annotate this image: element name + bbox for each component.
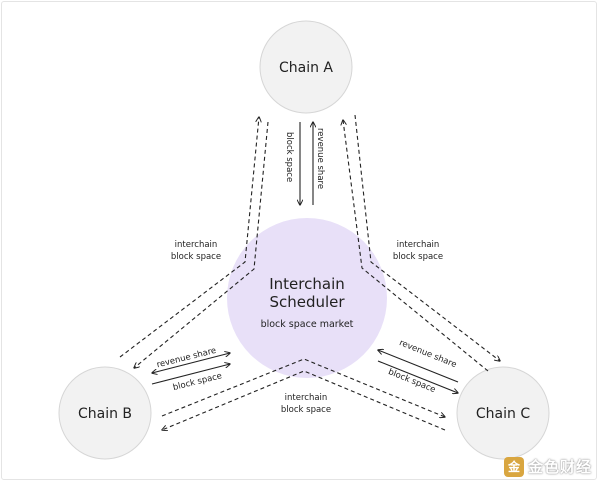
scheduler-circle bbox=[227, 218, 387, 378]
interchain-label-bottom-line1: interchain bbox=[285, 393, 328, 403]
block-space-label-b: block space bbox=[172, 371, 223, 393]
interchain-label-right-line1: interchain bbox=[397, 240, 440, 250]
scheduler-title-line1: Interchain bbox=[269, 275, 345, 293]
chain-b-label: Chain B bbox=[78, 406, 132, 422]
interchain-path-a-b-2 bbox=[134, 121, 269, 368]
interchain-label-bottom-line2: block space bbox=[281, 405, 331, 415]
interchain-path-b-c-1 bbox=[161, 358, 445, 417]
interchain-path-a-c-1 bbox=[354, 114, 500, 361]
block-space-label-a: block space bbox=[284, 132, 294, 182]
block-space-arrow-c bbox=[377, 360, 458, 393]
block-space-arrow-b bbox=[151, 364, 230, 385]
scheduler-subtitle: block space market bbox=[261, 319, 354, 330]
interchain-path-b-c-2 bbox=[162, 370, 446, 430]
revenue-share-label-c: revenue share bbox=[398, 338, 458, 370]
watermark: 金 金色财经 bbox=[503, 456, 592, 477]
interchain-label-left-line1: interchain bbox=[175, 240, 218, 250]
watermark-text: 金色财经 bbox=[527, 458, 592, 476]
chain-a-label: Chain A bbox=[279, 60, 333, 76]
revenue-share-arrow-b bbox=[152, 353, 230, 373]
revenue-share-label-a: revenue share bbox=[315, 128, 325, 189]
interchain-path-a-b-1 bbox=[119, 117, 259, 358]
interchain-path-a-c-2 bbox=[343, 120, 489, 372]
scheduler-title-line2: Scheduler bbox=[269, 293, 345, 311]
chain-a-node bbox=[259, 20, 353, 114]
interchain-label-left-line2: block space bbox=[171, 252, 221, 262]
interchain-label-right-line2: block space bbox=[393, 252, 443, 262]
watermark-logo-icon: 金 bbox=[503, 456, 524, 477]
chain-c-label: Chain C bbox=[476, 406, 530, 422]
chain-c-node bbox=[456, 366, 550, 460]
revenue-share-arrow-c bbox=[378, 350, 459, 383]
chain-b-node bbox=[58, 366, 152, 460]
